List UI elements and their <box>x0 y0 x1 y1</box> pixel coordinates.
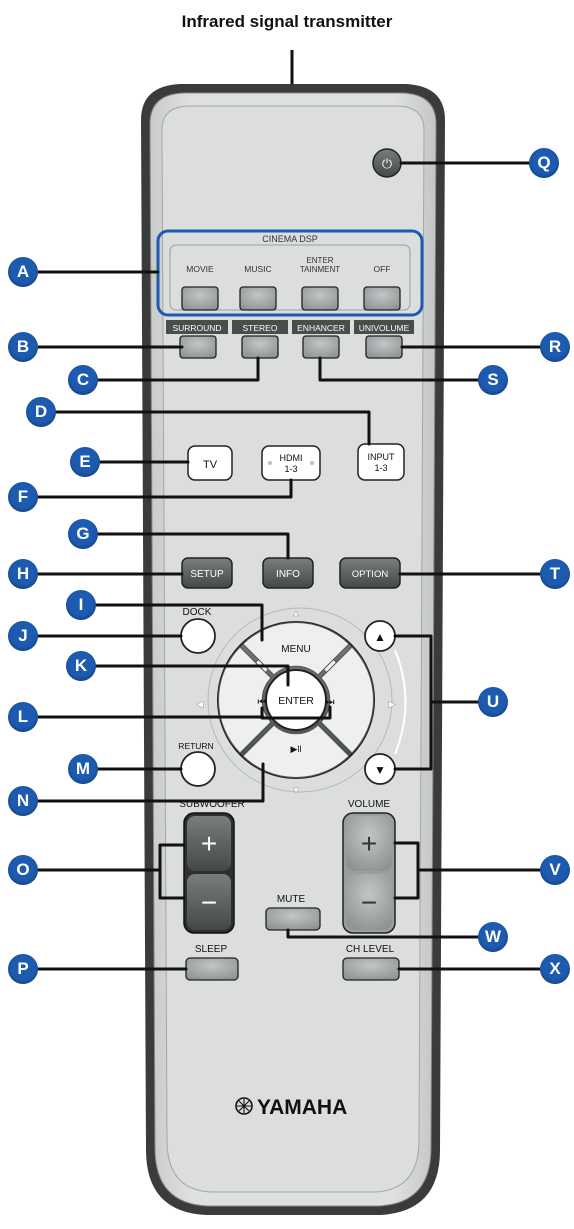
yamaha-logo-icon <box>235 1097 253 1115</box>
callout-g: G <box>68 519 98 549</box>
mute-button <box>265 907 321 931</box>
sleep-button <box>185 957 239 981</box>
tv-label: TV <box>203 459 218 471</box>
subwoofer-plus-icon: + <box>201 828 217 859</box>
ch-level-button <box>342 957 400 981</box>
pad-quad-right <box>320 646 374 754</box>
subwoofer-minus-icon: − <box>201 887 217 918</box>
enter-label: ENTER <box>278 695 314 707</box>
off-button <box>363 286 401 311</box>
play-pause-icon: ▶ll <box>291 744 302 754</box>
sleep-label: SLEEP <box>195 944 228 955</box>
callout-t: T <box>540 559 570 589</box>
music-label: MUSIC <box>244 264 271 274</box>
callout-e: E <box>70 447 100 477</box>
next-icon: ⏭ <box>326 697 335 708</box>
callout-s: S <box>478 365 508 395</box>
callout-l: L <box>8 702 38 732</box>
dock-button <box>180 618 216 654</box>
enhancer-button <box>302 335 340 359</box>
callout-w: W <box>478 922 508 952</box>
ch-level-label: CH LEVEL <box>346 944 395 955</box>
svg-text:▼: ▼ <box>292 785 301 795</box>
return-label: RETURN <box>178 741 213 751</box>
figure-title: Infrared signal transmitter <box>181 12 393 31</box>
input-button <box>357 443 405 481</box>
callout-q: Q <box>529 148 559 178</box>
entertainment-button <box>301 286 339 311</box>
entertainment-label-1: ENTER <box>306 256 333 265</box>
return-button <box>180 751 216 787</box>
movie-label: MOVIE <box>186 264 214 274</box>
setup-label: SETUP <box>190 569 224 580</box>
hdmi-label-2: 1-3 <box>284 464 297 474</box>
stereo-button <box>241 335 279 359</box>
callout-m: M <box>68 754 98 784</box>
yamaha-logo: YAMAHA <box>257 1096 347 1119</box>
callout-f: F <box>8 482 38 512</box>
svg-text:▶: ▶ <box>389 699 396 709</box>
enhancer-label: ENHANCER <box>297 323 345 333</box>
stereo-label: STEREO <box>243 323 278 333</box>
volume-label: VOLUME <box>348 799 391 810</box>
input-label-1: INPUT <box>368 452 396 462</box>
callout-x: X <box>540 954 570 984</box>
movie-button <box>181 286 219 311</box>
cinema-dsp-label: CINEMA DSP <box>262 234 318 244</box>
hdmi-label-1: HDMI <box>280 453 303 463</box>
callout-c: C <box>68 365 98 395</box>
input-label-2: 1-3 <box>374 463 387 473</box>
enter-button <box>265 669 327 731</box>
off-label: OFF <box>374 264 391 274</box>
svg-text:◀: ◀ <box>197 699 204 709</box>
callout-n: N <box>8 786 38 816</box>
callout-a: A <box>8 257 38 287</box>
power-icon: ⏻ <box>382 156 392 171</box>
subwoofer-label: SUBWOOFER <box>179 799 245 810</box>
dock-label: DOCK <box>183 607 212 618</box>
callout-u: U <box>478 687 508 717</box>
callout-d: D <box>26 397 56 427</box>
menu-label: MENU <box>281 644 310 655</box>
leader-lines <box>36 161 550 971</box>
surround-button <box>179 335 217 359</box>
entertainment-label-2: TAINMENT <box>300 265 340 274</box>
up-arrow-icon: ▲ <box>374 630 386 644</box>
previous-icon: ⏮ <box>258 697 267 708</box>
callout-v: V <box>540 855 570 885</box>
univolume-label: UNIVOLUME <box>359 323 410 333</box>
surround-label: SURROUND <box>172 323 221 333</box>
pad-quad-bottom <box>242 724 350 778</box>
down-arrow-icon: ▼ <box>374 763 386 777</box>
pad-quad-left <box>218 646 272 754</box>
callout-h: H <box>8 559 38 589</box>
callout-o: O <box>8 855 38 885</box>
callout-b: B <box>8 332 38 362</box>
svg-text:▲: ▲ <box>292 608 301 618</box>
surround-label-bg <box>166 320 228 334</box>
callout-p: P <box>8 954 38 984</box>
volume-plus-icon: + <box>361 828 377 859</box>
info-label: INFO <box>276 569 300 580</box>
music-button <box>239 286 277 311</box>
volume-minus-icon: − <box>361 887 377 918</box>
univolume-button <box>365 335 403 359</box>
callout-k: K <box>66 651 96 681</box>
callout-j: J <box>8 621 38 651</box>
callout-r: R <box>540 332 570 362</box>
option-label: OPTION <box>352 569 389 580</box>
mute-label: MUTE <box>277 894 306 905</box>
callout-i: I <box>66 590 96 620</box>
